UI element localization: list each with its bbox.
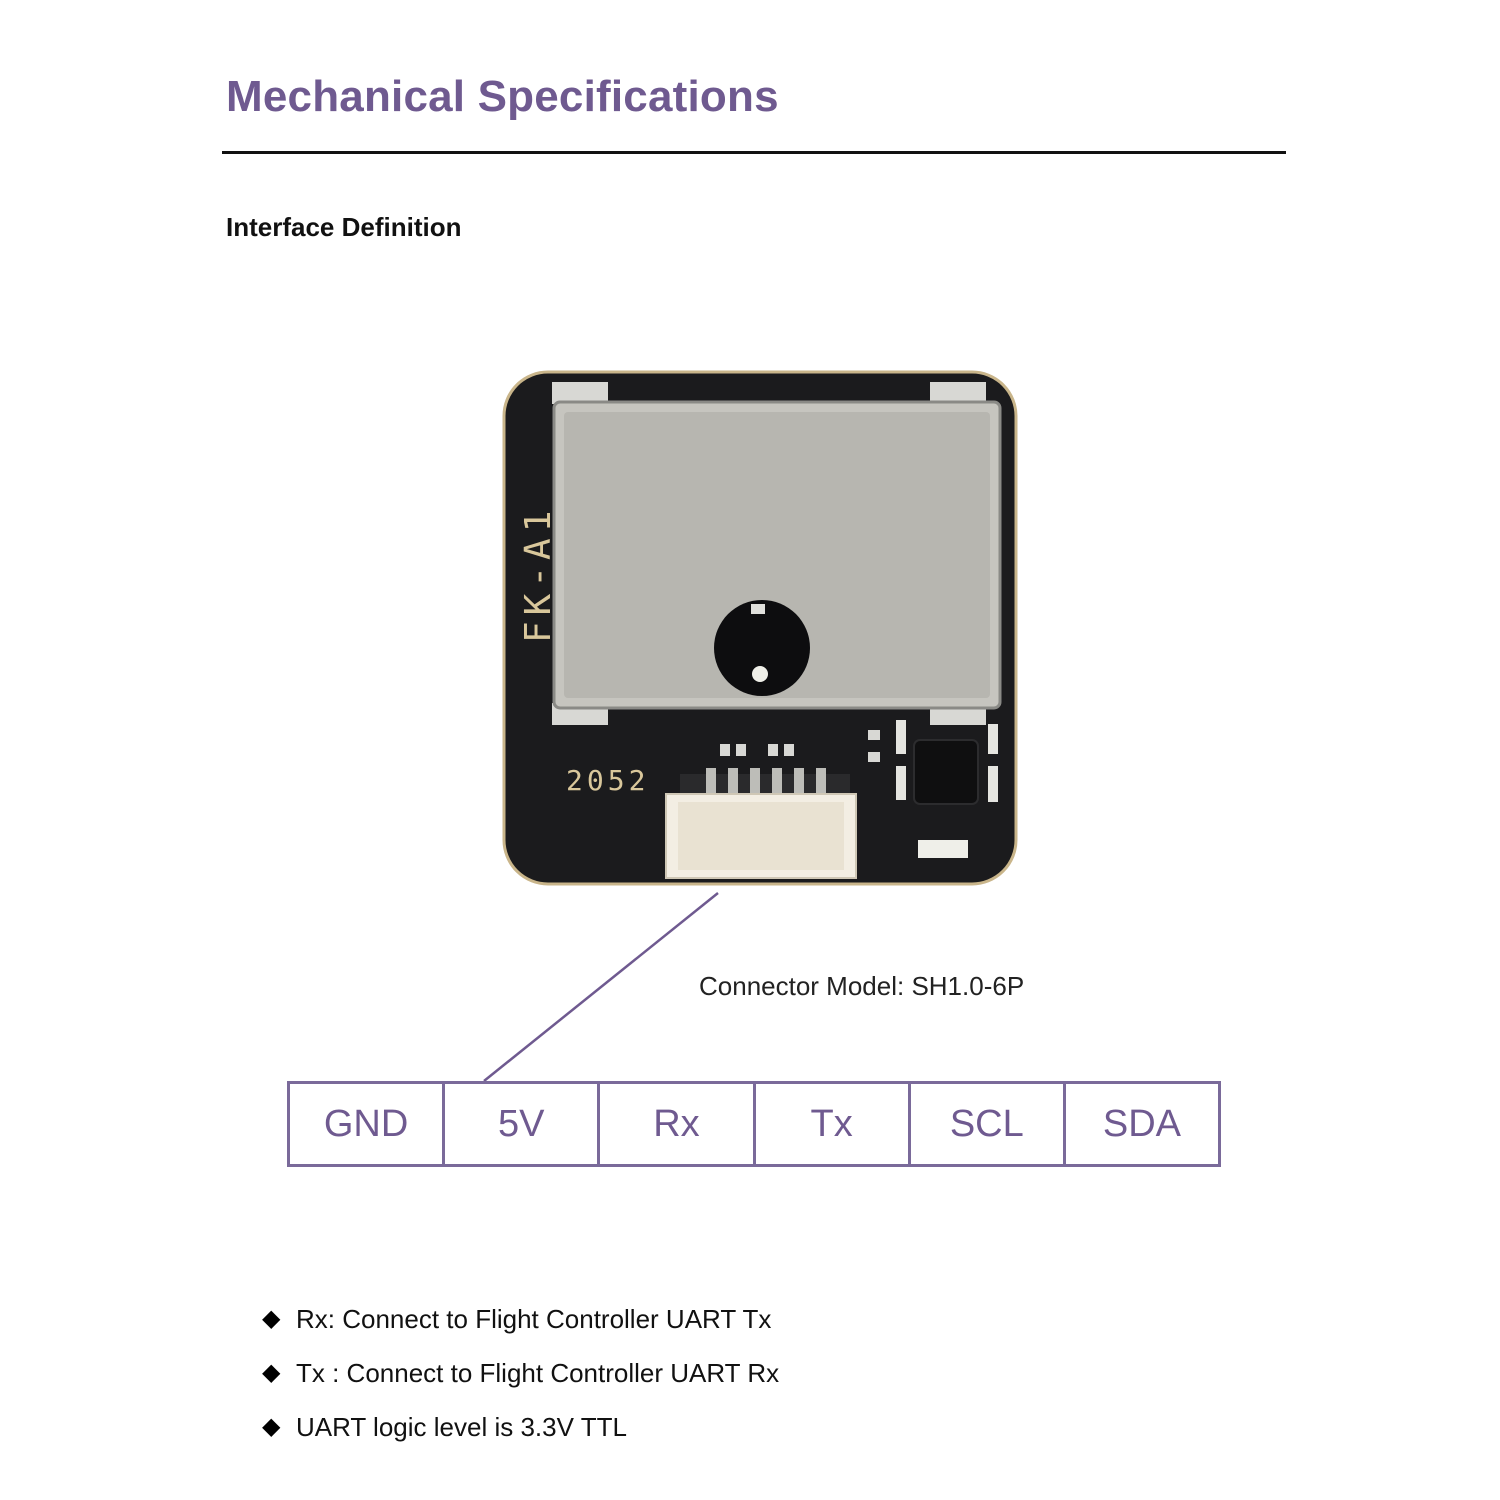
connector-model-label: Connector Model: SH1.0-6P <box>699 971 1025 1001</box>
diamond-bullet-icon: ◆ <box>262 1305 281 1332</box>
status-led <box>918 840 968 858</box>
note-text: Tx : Connect to Flight Controller UART R… <box>296 1357 780 1388</box>
shield-hole <box>714 600 810 696</box>
note-item: ◆ UART logic level is 3.3V TTL <box>262 1400 779 1454</box>
diamond-bullet-icon: ◆ <box>262 1413 281 1440</box>
note-item: ◆ Tx : Connect to Flight Controller UART… <box>262 1346 779 1400</box>
gps-module-image: FK-A1 2052 <box>502 370 1018 886</box>
silkscreen-label: FK-A1 <box>518 505 559 643</box>
note-item: ◆ Rx: Connect to Flight Controller UART … <box>262 1292 779 1346</box>
pinout-table: GND 5V Rx Tx SCL SDA <box>287 1081 1221 1167</box>
pin-sda: SDA <box>1102 1102 1182 1145</box>
board-code: 2052 <box>566 764 649 797</box>
page-title: Mechanical Specifications <box>226 72 779 121</box>
notes-list: ◆ Rx: Connect to Flight Controller UART … <box>262 1292 779 1454</box>
pin-tx: Tx <box>756 1084 911 1164</box>
section-subtitle: Interface Definition <box>226 212 462 242</box>
sh1-connector <box>665 768 857 879</box>
pin-scl: SCL <box>911 1084 1066 1164</box>
diamond-bullet-icon: ◆ <box>262 1359 281 1386</box>
pin-gnd: GND <box>290 1084 446 1164</box>
note-text: UART logic level is 3.3V TTL <box>296 1411 627 1442</box>
chip <box>913 739 979 805</box>
pin-5v: 5V <box>445 1084 601 1164</box>
pin-rx: Rx <box>600 1084 756 1164</box>
title-divider <box>222 151 1286 154</box>
note-text: Rx: Connect to Flight Controller UART Tx <box>296 1303 772 1334</box>
